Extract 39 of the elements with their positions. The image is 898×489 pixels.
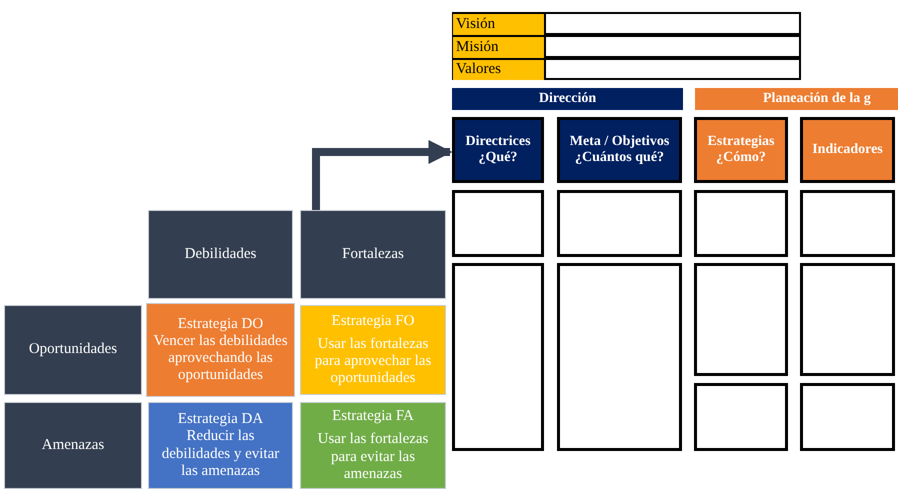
empty-box (800, 383, 895, 451)
box-text: Estrategia FA (332, 408, 414, 426)
section-header: Dirección (452, 88, 683, 110)
box-text: Reducir las debilidades y evitar las amenazas (160, 428, 280, 480)
box-text: Estrategia DA (178, 411, 264, 428)
empty-box (557, 190, 682, 257)
empty-box (694, 190, 788, 257)
empty-box (694, 383, 788, 451)
matrix-box: Debilidades (148, 210, 293, 299)
strategy-box (300, 402, 446, 489)
column-header: Meta / Objetivos ¿Cuántos qué? (557, 117, 682, 183)
empty-box (452, 263, 544, 451)
table-cell: Misión (452, 35, 544, 58)
empty-box (557, 263, 682, 451)
table-cell: Valores (452, 58, 544, 80)
table-cell (544, 35, 801, 58)
strategy-box (300, 305, 446, 395)
column-header: Directrices ¿Qué? (452, 117, 544, 183)
section-header: Planeación de la g (695, 88, 898, 110)
table-cell (544, 12, 801, 35)
strategy-box (146, 303, 295, 397)
box-text: Vencer las debilidades aprovechando las oportunidades (153, 332, 288, 384)
table-cell (544, 58, 801, 80)
matrix-box: Amenazas (4, 402, 142, 489)
box-text: Usar las fortalezas para aprovechar las oportunidades (314, 336, 432, 388)
box-text: Estrategia DO (178, 316, 264, 333)
strategy-box (148, 402, 293, 489)
matrix-box: Oportunidades (4, 305, 142, 395)
matrix-box: Fortalezas (300, 210, 446, 299)
box-text: Usar las fortalezas para evitar las amenazas (316, 431, 430, 483)
empty-box (800, 263, 895, 376)
column-header: Estrategias ¿Cómo? (694, 117, 788, 183)
box-text: Estrategia FO (332, 312, 414, 330)
empty-box (452, 190, 544, 257)
table-cell: Visión (452, 12, 544, 35)
empty-box (694, 263, 788, 376)
column-header: Indicadores (800, 117, 895, 183)
arrow (312, 140, 452, 210)
empty-box (800, 190, 895, 257)
